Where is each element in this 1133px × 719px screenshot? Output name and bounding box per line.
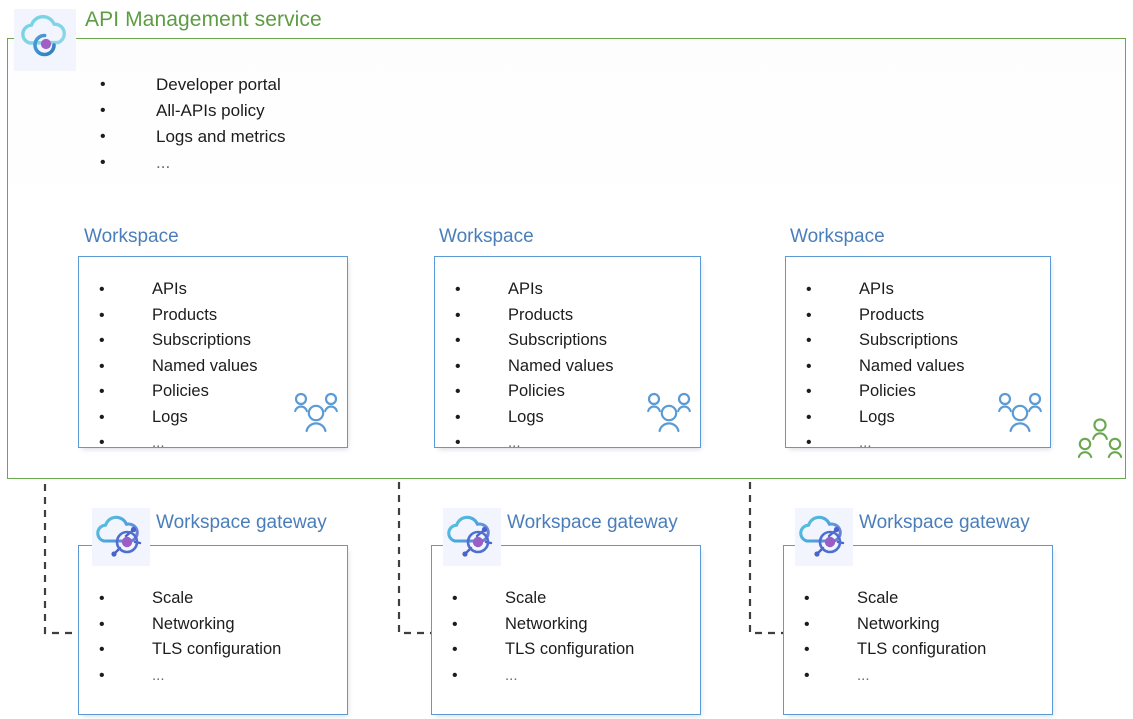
list-item: APIs [99, 277, 257, 303]
workspace-1-people-group-icon [291, 390, 341, 445]
list-item: Networking [452, 612, 634, 638]
workspace-3-bullet-list: APIs Products Subscriptions Named values… [806, 277, 964, 456]
workspace-gateway-1-bullet-list: Scale Networking TLS configuration ... [99, 586, 281, 688]
list-item: Scale [99, 586, 281, 612]
workspace-2-title: Workspace [439, 226, 534, 247]
api-management-service-title: API Management service [85, 8, 322, 31]
list-item: Subscriptions [806, 328, 964, 354]
api-management-cloud-icon [14, 9, 76, 71]
list-item: Subscriptions [99, 328, 257, 354]
workspace-gateway-1-title: Workspace gateway [156, 512, 327, 533]
list-item: Logs [99, 405, 257, 431]
workspace-2-people-group-icon [644, 390, 694, 445]
workspace-1-title: Workspace [84, 226, 179, 247]
list-item: Developer portal [100, 72, 285, 98]
list-item: ... [452, 663, 634, 689]
list-item: Logs [806, 405, 964, 431]
workspace-3-people-group-icon [995, 390, 1045, 445]
list-item: Products [99, 303, 257, 329]
list-item: TLS configuration [99, 637, 281, 663]
list-item: TLS configuration [452, 637, 634, 663]
list-item: Products [455, 303, 613, 329]
workspace-gateway-3-cloud-icon [795, 508, 853, 566]
list-item: ... [99, 430, 257, 456]
list-item: Logs [455, 405, 613, 431]
list-item: ... [806, 430, 964, 456]
workspace-gateway-1-cloud-icon [92, 508, 150, 566]
list-item: Logs and metrics [100, 124, 285, 150]
list-item: Networking [99, 612, 281, 638]
list-item: Subscriptions [455, 328, 613, 354]
workspace-2-bullet-list: APIs Products Subscriptions Named values… [455, 277, 613, 456]
list-item: TLS configuration [804, 637, 986, 663]
list-item: ... [455, 430, 613, 456]
list-item: Named values [99, 354, 257, 380]
list-item: Policies [99, 379, 257, 405]
list-item: Policies [455, 379, 613, 405]
list-item: Scale [804, 586, 986, 612]
list-item: All-APIs policy [100, 98, 285, 124]
list-item: Named values [806, 354, 964, 380]
list-item: Products [806, 303, 964, 329]
list-item: ... [99, 663, 281, 689]
list-item: ... [804, 663, 986, 689]
workspace-gateway-3-title: Workspace gateway [859, 512, 1030, 533]
workspace-3-title: Workspace [790, 226, 885, 247]
list-item: ... [100, 150, 285, 176]
list-item: Scale [452, 586, 634, 612]
list-item: APIs [806, 277, 964, 303]
workspace-1-bullet-list: APIs Products Subscriptions Named values… [99, 277, 257, 456]
workspace-gateway-2-title: Workspace gateway [507, 512, 678, 533]
list-item: APIs [455, 277, 613, 303]
service-bullet-list: Developer portal All-APIs policy Logs an… [100, 72, 285, 176]
workspace-gateway-2-cloud-icon [443, 508, 501, 566]
workspace-gateway-2-bullet-list: Scale Networking TLS configuration ... [452, 586, 634, 688]
list-item: Policies [806, 379, 964, 405]
list-item: Networking [804, 612, 986, 638]
service-people-group-icon [1077, 416, 1123, 469]
workspace-gateway-3-bullet-list: Scale Networking TLS configuration ... [804, 586, 986, 688]
list-item: Named values [455, 354, 613, 380]
